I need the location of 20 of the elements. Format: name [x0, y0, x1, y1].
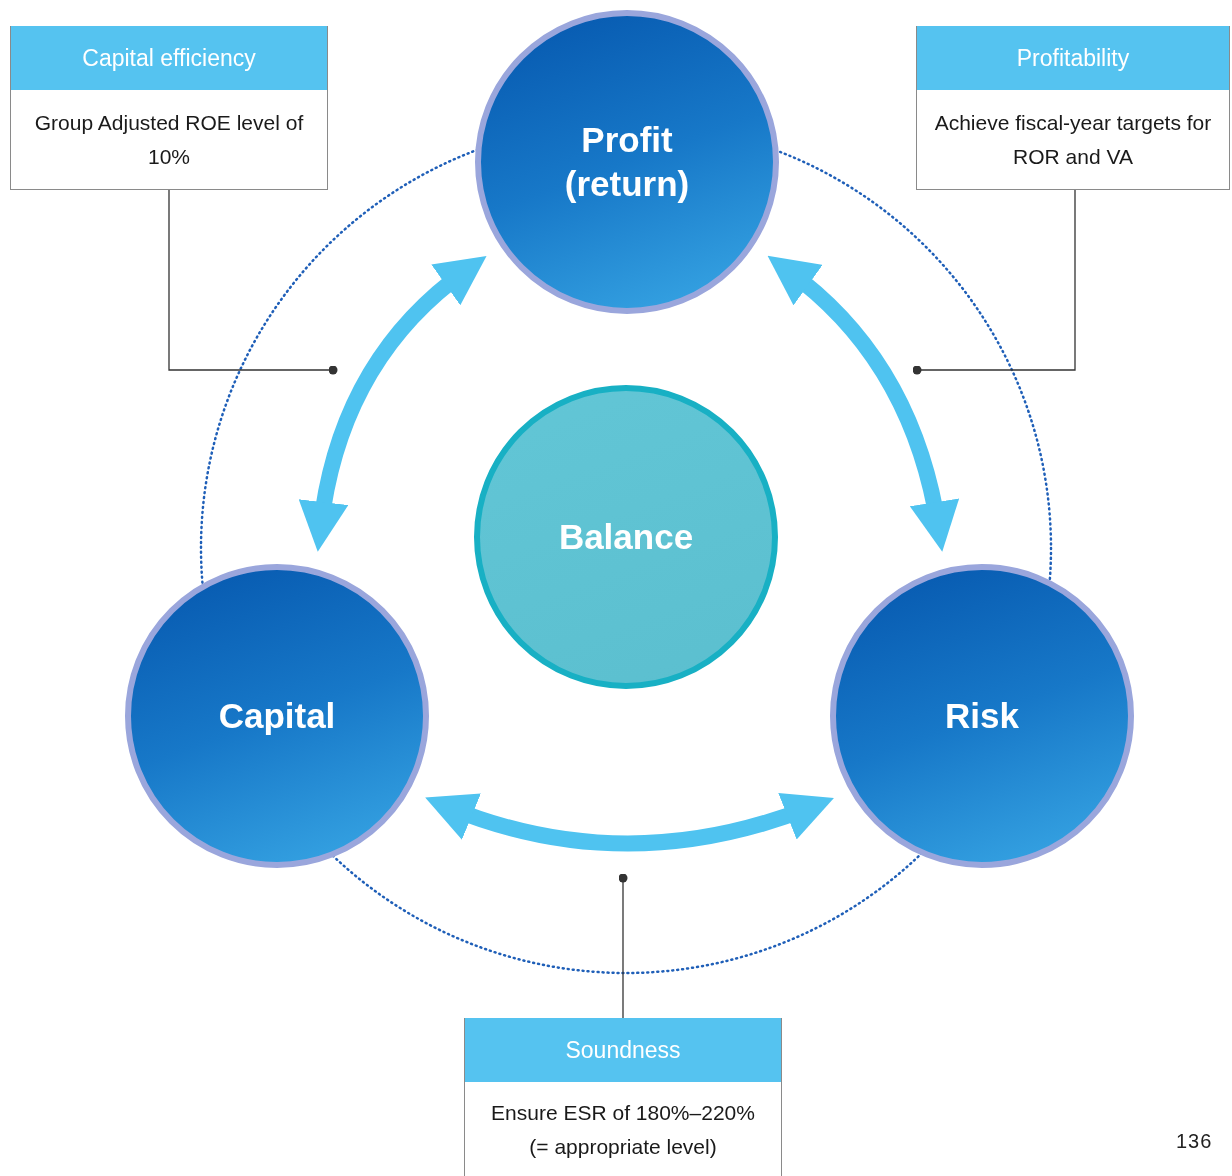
target-text: Achieve fiscal-year targets for ROR and VA — [933, 110, 1213, 170]
double-arrow — [299, 255, 487, 552]
leader-line — [618, 873, 628, 1019]
leader-line — [168, 189, 338, 375]
callout-heading: Soundness — [465, 1018, 781, 1082]
target-callout — [916, 26, 1230, 190]
leader-line — [912, 189, 1076, 375]
circle-label: Profit (return) — [563, 119, 691, 205]
target-callout — [10, 26, 328, 190]
target-text: Ensure ESR of 180%–220% (= appropriate level) — [490, 1100, 756, 1160]
callout-heading: Capital efficiency — [11, 26, 327, 90]
target-callout — [464, 1018, 782, 1176]
target-text: Group Adjusted ROE level of 10% — [33, 110, 305, 170]
callout-heading: Profitability — [917, 26, 1229, 90]
double-arrow — [424, 792, 835, 852]
circle-label: Balance — [558, 516, 694, 559]
circle-label: Capital — [218, 695, 336, 738]
double-arrow — [768, 255, 959, 552]
page-number: 136 — [1176, 1130, 1213, 1153]
circle-label: Risk — [945, 695, 1019, 738]
